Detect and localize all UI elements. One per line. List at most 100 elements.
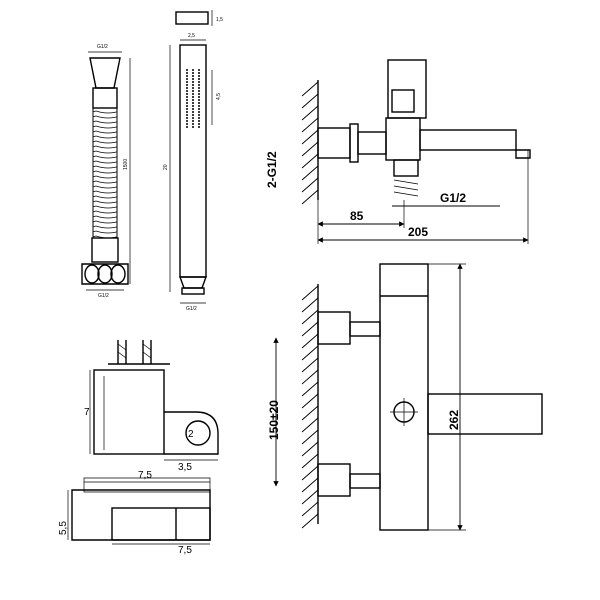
hand-shower-view: 2,5 G1/2 20 4,5 [163,33,222,312]
head-bottom-diameter-label: G1/2 [186,306,197,312]
hatch-line [301,285,319,301]
spray-dot [186,93,188,95]
hatch-line [301,141,319,157]
hatch-line [301,321,319,337]
spray-dot [198,78,200,80]
head-spray-label: 4,5 [216,93,222,100]
spray-dot [192,126,194,128]
head-length-label: 20 [163,164,169,170]
hatch-line [301,93,319,109]
spray-dot [192,117,194,119]
spray-dot [198,69,200,71]
hatch-line [301,405,319,421]
spray-dot [186,72,188,74]
hatch-line [301,381,319,397]
hose-top-diameter-label: G1/2 [97,44,108,50]
front-centers-label: 150±20 [267,400,281,440]
hatch-line [301,333,319,349]
holder-height-label: 7 [84,407,90,418]
spray-dot [192,102,194,104]
hatch-line [301,441,319,457]
holder-depth-label: 3,5 [178,462,192,473]
holder-hole-label: 2 [188,429,194,440]
spray-dot [186,90,188,92]
hose-length-label: 1500 [123,159,129,170]
side-inlet-label: 2-G1/2 [265,151,279,188]
spray-dot [198,84,200,86]
top-thickness-view: 1,5 [175,10,223,26]
plate-height-label: 5,5 [58,521,69,535]
spray-dot [192,120,194,122]
hatch-line [301,429,319,445]
spray-dot [198,126,200,128]
side-length-label: 205 [408,225,428,239]
side-spout-label: G1/2 [440,191,466,205]
hatch-line [301,81,319,97]
hatch-line [301,165,319,181]
spray-dot [186,78,188,80]
plate-width-label: 7,5 [138,470,152,481]
spray-dot [186,126,188,128]
spray-dot [186,123,188,125]
spray-dot [186,99,188,101]
hatch-line [301,501,319,517]
spray-dot [192,114,194,116]
spray-dot [186,84,188,86]
spray-dot [198,90,200,92]
hatch-line [301,417,319,433]
hatch-line [301,345,319,361]
hose-bottom-diameter-label: G1/2 [98,293,109,299]
spray-dot [192,72,194,74]
hatch-line [301,189,319,205]
hatch-line [301,477,319,493]
spray-dot [192,93,194,95]
spray-dot [186,87,188,89]
spray-dot [192,108,194,110]
spray-dot [198,102,200,104]
hatch-line [301,369,319,385]
hatch-line [301,129,319,145]
spray-dot [192,111,194,113]
spray-dot [186,75,188,77]
spray-dot [192,96,194,98]
plate-bottom-width-label: 7,5 [178,545,192,556]
top-thickness-label: 1,5 [216,17,223,23]
wall-holder-view: 7 2 3,5 7,5 [84,340,219,483]
spray-dot [198,99,200,101]
spray-dot [192,84,194,86]
wall-hatch-side [301,81,319,205]
spray-dot [198,87,200,89]
spray-dot [186,114,188,116]
spray-dot [192,69,194,71]
spray-dot [192,87,194,89]
wall-plate-view: 5,5 7,5 [58,477,211,556]
hatch-line [301,177,319,193]
hatch-line [301,297,319,313]
hatch-line [301,309,319,325]
hatch-line [301,117,319,133]
spray-dot [198,123,200,125]
spray-dot [198,72,200,74]
spray-dot [198,120,200,122]
wall-hatch-front [301,285,319,529]
spray-dot [198,111,200,113]
spray-dot [198,93,200,95]
spray-dot [192,90,194,92]
spray-dot [186,108,188,110]
spray-dot [186,69,188,71]
hatch-line [301,513,319,529]
spray-dot [198,108,200,110]
mixer-front-view: 150±20 262 [267,263,543,531]
spray-dot [186,102,188,104]
hatch-line [301,357,319,373]
spray-dot [192,81,194,83]
hatch-line [301,105,319,121]
spray-dot [186,111,188,113]
shower-hose-view: G1/2 G1/2 1500 [81,44,131,299]
spray-dot [198,96,200,98]
spray-dot [192,123,194,125]
hatch-line [301,489,319,505]
hatch-line [301,393,319,409]
spray-dot [186,117,188,119]
